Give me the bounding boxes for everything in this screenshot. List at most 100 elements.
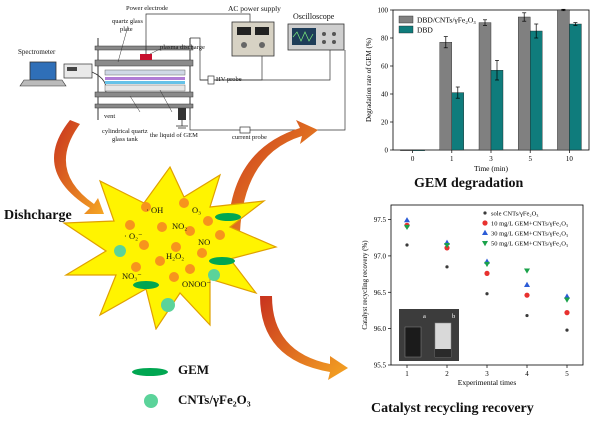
apparatus-drawing [19,13,346,134]
x-axis-label: Experimental times [458,378,517,387]
bar [451,92,465,151]
leader-lines [117,25,173,113]
y-tick-label: 60 [381,63,389,71]
data-point [524,281,530,287]
spectrometer-label: Spectrometer [18,48,56,56]
species-no: NO [198,237,211,247]
vent-label: vent [104,113,116,120]
vial-b-sediment [435,349,451,357]
y-axis-label: Degradation rate of GEM (%) [365,37,373,122]
discharge-star: · OH O₃ NO₂ · O₂⁻ NO H₂O₂ NO₃⁻ ONOO⁻ [60,165,280,331]
inset-label-b: b [452,313,455,320]
inset-label-a: a [423,313,426,320]
ac-power-supply-label: AC power supply [228,4,281,13]
star-shape [62,165,278,331]
x-tick-label: 5 [528,155,532,163]
ac-power-supply-icon [231,21,275,57]
legend-label: 50 mg/L GEM+CNTs/γFe₂O₃ [491,241,568,248]
y-tick-label: 40 [381,91,389,99]
gem-legend-label: GEM [178,362,210,377]
star-legend: GEM CNTs/γFe₂O₃ [130,350,300,420]
x-tick-label: 3 [489,155,493,163]
plasma-discharge-label: plasma discharge [160,44,205,51]
gem-liquid-label: the liquid of GEM [150,132,198,139]
bar [529,30,543,151]
current-probe-label: current probe [232,134,267,141]
species-o3: O₃ [192,205,202,215]
legend-swatch [398,15,414,24]
species-h2o2: H₂O₂ [166,251,185,261]
oscilloscope-label: Oscilloscope [293,12,335,21]
bar [490,69,504,151]
quartz-glass-plate-label: quartz glass [112,18,143,25]
degradation-title: GEM degradation [414,176,524,191]
species-o2: · O₂⁻ [124,231,143,241]
data-point [525,313,529,318]
x-tick-label: 2 [445,370,449,378]
x-axis-label: Time (min) [474,164,509,173]
data-point [524,268,530,274]
bar [412,149,425,152]
legend-label: 30 mg/L GEM+CNTs/γFe₂O₃ [491,231,568,238]
x-tick-label: 4 [525,370,529,378]
apparatus-diagram: Spectrometer Power electrode AC power su… [0,0,360,160]
laptop-icon [19,61,67,87]
legend-label: DBD/CNTs/γFe₂O₃ [417,16,476,25]
x-tick-label: 1 [450,155,454,163]
data-point [485,292,489,296]
data-point [564,310,570,316]
species-oh: · OH [146,205,164,215]
y-tick-label: 100 [378,7,389,15]
bar [400,149,413,152]
data-point [445,265,449,269]
data-point [405,243,409,247]
bar [478,22,492,151]
catalyst-legend-label: CNTs/γFe₂O₃ [178,392,251,407]
y-tick-label: 0 [385,147,389,155]
x-tick-label: 5 [565,370,569,378]
power-electrode-label: Power electrode [126,5,169,12]
legend-marker [482,229,488,235]
legend-label: sole CNTs/γFe₂O₃ [491,211,539,218]
y-axis-label: Catalyst recycling recovery (%) [361,240,369,330]
legend-swatch [398,25,414,34]
data-point [524,292,530,298]
spectrometer-icon [63,63,93,79]
legend-label: DBD [417,26,433,35]
oscilloscope-icon [287,23,345,51]
species-no3: NO₃⁻ [122,271,142,281]
x-tick-label: 3 [485,370,489,378]
data-point [484,261,490,268]
data-point [404,224,410,231]
bar [557,9,570,151]
wires [145,13,346,134]
y-tick-label: 96.0 [374,325,387,333]
discharge-label: Dishcharge [4,208,72,223]
data-point [564,293,570,299]
y-tick-label: 97.0 [374,252,387,260]
data-point [404,217,410,223]
x-tick-label: 1 [405,370,409,378]
data-point [484,270,490,276]
gem-legend-marker [132,368,168,376]
cylindrical-quartz-label: cylindrical quartz [102,128,148,135]
data-point [444,243,450,249]
data-point [564,297,570,303]
data-point [565,328,569,332]
legend-label: 10 mg/L GEM+CNTs/γFe₂O₃ [491,221,568,228]
species-no2: NO₂ [172,221,188,231]
y-tick-label: 20 [381,119,389,127]
glass-tank-label: glass tank [112,136,138,143]
y-tick-label: 97.5 [374,216,387,224]
legend-marker [482,241,488,247]
legend-marker [483,211,487,215]
bar [569,23,582,151]
hv-probe-label: HV probe [216,76,242,83]
x-tick-label: 10 [566,155,574,163]
vial-a [404,326,422,358]
quartz-glass-plate-label-2: plate [120,26,133,33]
